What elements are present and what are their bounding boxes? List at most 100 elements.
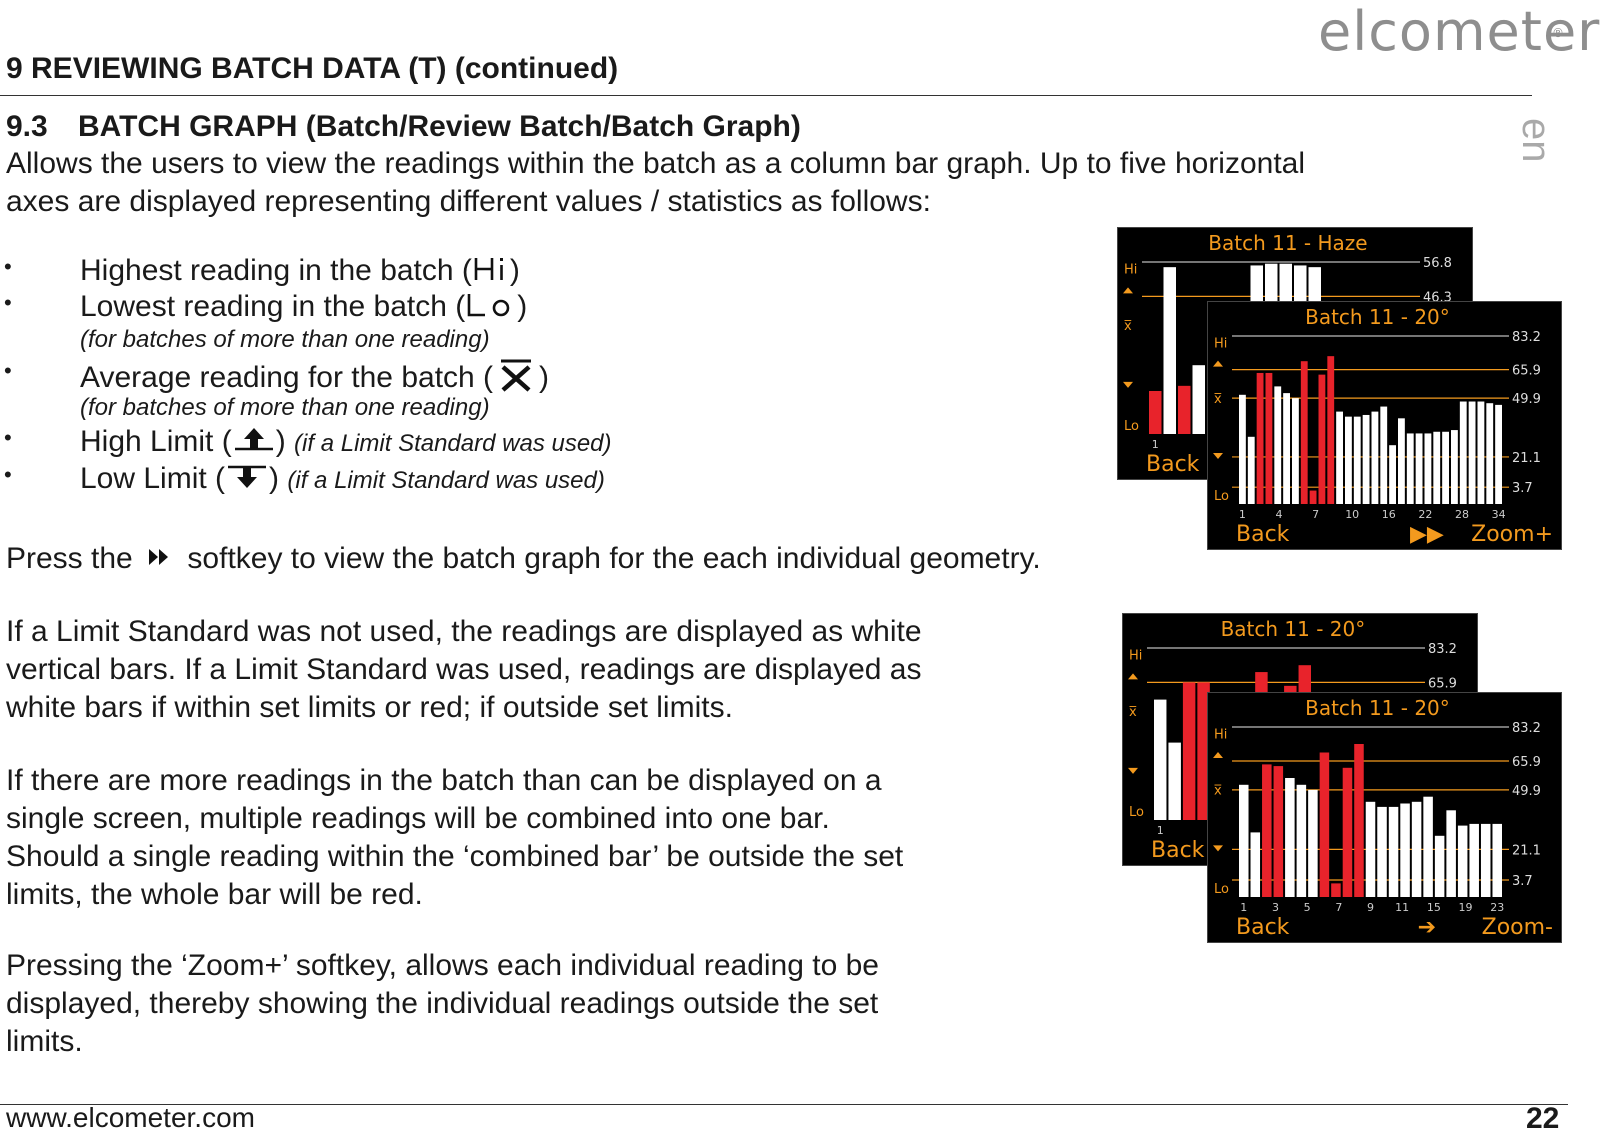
reading-bar xyxy=(1415,433,1423,504)
footer-rule xyxy=(0,1104,1568,1105)
combined-bar-paragraph: If there are more readings in the batch … xyxy=(6,764,904,911)
high-limit-icon xyxy=(1213,752,1223,758)
limit-standard-paragraph: If a Limit Standard was not used, the re… xyxy=(6,615,922,724)
reading-bar xyxy=(1353,416,1361,504)
reading-bar xyxy=(1342,767,1353,897)
reading-bar xyxy=(1318,374,1326,504)
x-tick-label: 1 xyxy=(1240,901,1247,914)
axis-value-label: 65.9 xyxy=(1428,676,1457,691)
x-tick-label: 7 xyxy=(1335,901,1342,914)
section-number: 9.3 xyxy=(6,110,48,143)
screen-svg: Batch 11 - 20°83.265.949.921.13.7Hix̅Lo1… xyxy=(1213,696,1553,940)
reading-bar xyxy=(1149,391,1162,434)
axis-value-label: 83.2 xyxy=(1512,330,1541,345)
softkey-label[interactable]: ➔ xyxy=(1418,915,1436,940)
x-tick-label: 19 xyxy=(1459,901,1473,914)
screen-svg: Batch 11 - 20°83.265.949.921.13.7Hix̅Lo1… xyxy=(1213,305,1553,547)
reading-bar xyxy=(1296,784,1307,897)
reading-bar xyxy=(1274,386,1282,504)
lo-symbol-icon xyxy=(465,290,517,326)
high-limit-icon xyxy=(232,425,276,461)
axis-value-label: 49.9 xyxy=(1512,784,1541,799)
softkey-label[interactable]: Back xyxy=(1151,838,1205,863)
reading-bar xyxy=(1457,825,1468,897)
intro-paragraph: Allows the users to view the readings wi… xyxy=(6,145,1305,221)
x-tick-label: 9 xyxy=(1367,901,1374,914)
axis-line-label: Hi xyxy=(1214,727,1227,742)
axis-value-label: 56.8 xyxy=(1423,256,1452,271)
x-bar-icon xyxy=(493,358,539,400)
reading-bar xyxy=(1406,433,1414,504)
softkey-label[interactable]: Zoom- xyxy=(1482,915,1553,940)
reading-bar xyxy=(1178,385,1191,434)
reading-bar xyxy=(1292,398,1299,504)
reading-bar xyxy=(1345,416,1352,504)
reading-bar xyxy=(1459,401,1467,504)
reading-bar xyxy=(1400,803,1410,897)
x-tick-label: 16 xyxy=(1382,508,1396,521)
softkey-label[interactable]: ▶▶ xyxy=(1410,522,1444,547)
reading-bar xyxy=(1486,403,1494,504)
footer-url: www.elcometer.com xyxy=(6,1102,255,1133)
reading-bar xyxy=(1477,401,1485,504)
bullet-note: (for batches of more than one reading) xyxy=(80,394,490,421)
axis-line-label: Lo xyxy=(1129,805,1144,820)
reading-bar xyxy=(1247,436,1255,504)
header-rule xyxy=(0,95,1532,96)
axis-value-label: 21.1 xyxy=(1512,451,1541,466)
reading-bar xyxy=(1389,445,1396,504)
reading-bar xyxy=(1319,752,1330,897)
axis-line-label: Lo xyxy=(1214,489,1229,504)
x-tick-label: 28 xyxy=(1455,508,1469,521)
reading-bar xyxy=(1273,766,1284,897)
screen-title: Batch 11 - Haze xyxy=(1208,231,1367,255)
reading-bar xyxy=(1285,778,1295,897)
low-limit-icon xyxy=(1123,381,1133,388)
high-limit-icon xyxy=(1213,360,1223,367)
axis-line-label: Hi xyxy=(1124,262,1137,277)
reading-bar xyxy=(1192,365,1205,434)
reading-bar xyxy=(1365,801,1376,897)
bullet-note: (if a Limit Standard was used) xyxy=(287,467,605,494)
axis-line-label: x̅ xyxy=(1129,705,1137,720)
reading-bar xyxy=(1265,372,1273,504)
reading-bar xyxy=(1262,764,1272,897)
high-limit-icon xyxy=(1128,673,1138,680)
axis-value-label: 21.1 xyxy=(1512,843,1541,858)
axis-value-label: 65.9 xyxy=(1512,755,1541,770)
bullet-note: (for batches of more than one reading) xyxy=(80,326,490,353)
axis-value-label: 49.9 xyxy=(1512,392,1541,407)
intro-line: axes are displayed representing differen… xyxy=(6,185,931,218)
x-tick-label: 5 xyxy=(1304,901,1311,914)
reading-bar xyxy=(1423,796,1433,897)
softkey-label[interactable]: Back xyxy=(1146,452,1200,477)
softkey-label[interactable]: Zoom+ xyxy=(1471,522,1553,547)
reading-bar xyxy=(1434,835,1445,897)
softkey-label[interactable]: Back xyxy=(1236,915,1290,940)
reading-bar xyxy=(1182,682,1196,820)
high-limit-icon xyxy=(1123,287,1133,294)
reading-bar xyxy=(1492,823,1502,897)
reading-bar xyxy=(1327,356,1335,504)
press-softkey-line: Press the softkey to view the batch grap… xyxy=(6,540,1041,579)
reading-bar xyxy=(1377,806,1387,897)
axis-line-label: Lo xyxy=(1124,419,1139,434)
softkey-label[interactable]: Back xyxy=(1236,522,1290,547)
fast-forward-icon xyxy=(141,541,179,579)
low-limit-icon xyxy=(1213,452,1223,459)
reading-bar xyxy=(1362,414,1370,504)
reading-bar xyxy=(1442,431,1449,504)
axis-line-label: Hi xyxy=(1129,648,1142,663)
elcometer-logo: elcometer xyxy=(1318,0,1601,63)
reading-bar xyxy=(1380,406,1388,504)
reading-bar xyxy=(1163,267,1176,434)
zoom-paragraph: Pressing the ‘Zoom+’ softkey, allows eac… xyxy=(6,949,879,1058)
x-tick-label: 34 xyxy=(1492,508,1506,521)
axis-line-label: Hi xyxy=(1214,336,1227,351)
reading-bar xyxy=(1197,682,1210,820)
reading-bar xyxy=(1308,789,1318,897)
screen-title: Batch 11 - 20° xyxy=(1305,696,1450,720)
x-tick-label: 11 xyxy=(1395,901,1409,914)
reading-bar xyxy=(1468,401,1476,504)
axis-value-label: 65.9 xyxy=(1512,364,1541,379)
